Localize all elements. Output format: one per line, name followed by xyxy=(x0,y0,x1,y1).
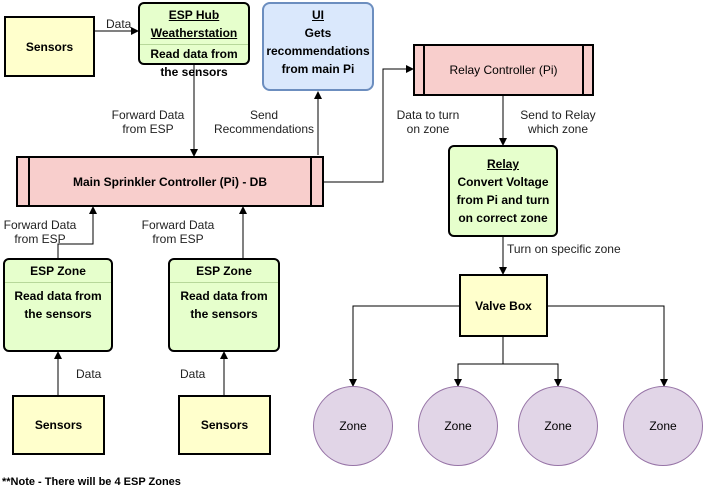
ui-title: UI xyxy=(312,8,324,22)
sensors-bottom-1-label: Sensors xyxy=(34,418,83,432)
esp-zone-2-body: Read data from the sensors xyxy=(180,289,268,321)
edge-label-forward-zone1: Forward Data from ESP xyxy=(3,218,77,246)
zone-2: Zone xyxy=(418,386,498,466)
esp-zone-2: ESP Zone Read data from the sensors xyxy=(168,258,280,352)
edge-label-forward-from-hub: Forward Data from ESP xyxy=(111,108,185,136)
main-controller-label: Main Sprinkler Controller (Pi) - DB xyxy=(72,174,267,189)
valve-box-label: Valve Box xyxy=(475,298,532,313)
zone-4: Zone xyxy=(623,386,703,466)
edge-label-data-bottom2: Data xyxy=(180,367,206,381)
relay-controller-label: Relay Controller (Pi) xyxy=(449,63,558,77)
ui-body: Gets recommendations from main Pi xyxy=(266,26,370,76)
edge-valve-to-zone3 xyxy=(503,363,562,387)
zone-1-label: Zone xyxy=(339,419,367,433)
esp-zone-1: ESP Zone Read data from the sensors xyxy=(3,258,113,352)
edge-label-data-top: Data xyxy=(106,17,132,31)
sensors-top: Sensors xyxy=(4,16,95,77)
edge-label-send-recommendations: Send Recommendations xyxy=(213,108,315,136)
relay-body: Convert Voltage from Pi and turn on corr… xyxy=(456,175,550,225)
zone-3: Zone xyxy=(518,386,598,466)
edge-zone1-to-main xyxy=(57,206,97,258)
edge-valve-to-zone2 xyxy=(454,337,504,387)
edge-label-data-turn-on-zone: Data to turn on zone xyxy=(396,108,460,136)
edge-valve-to-zone1 xyxy=(349,305,459,387)
footnote: **Note - There will be 4 ESP Zones xyxy=(2,476,181,488)
edge-label-data-bottom1: Data xyxy=(76,367,102,381)
esp-hub-body: Read data from the sensors xyxy=(150,47,238,79)
relay-title: Relay xyxy=(486,157,520,171)
edge-label-turn-on-specific: Turn on specific zone xyxy=(507,242,621,256)
sensors-bottom-2: Sensors xyxy=(178,395,271,455)
esp-hub-weatherstation: ESP Hub Weatherstation Read data from th… xyxy=(138,2,250,79)
zone-4-label: Zone xyxy=(649,419,677,433)
zone-3-label: Zone xyxy=(544,419,572,433)
esp-zone-1-title: ESP Zone xyxy=(5,260,111,283)
zone-1: Zone xyxy=(313,386,393,466)
valve-box: Valve Box xyxy=(459,274,548,337)
edge-valve-to-zone4 xyxy=(548,305,668,387)
edge-main-to-relay-controller xyxy=(324,65,414,183)
esp-zone-2-title: ESP Zone xyxy=(170,260,278,283)
esp-zone-1-body: Read data from the sensors xyxy=(14,289,102,321)
zone-2-label: Zone xyxy=(444,419,472,433)
edge-label-forward-zone2: Forward Data from ESP xyxy=(141,218,215,246)
sensors-bottom-2-label: Sensors xyxy=(200,418,249,432)
relay-controller: Relay Controller (Pi) xyxy=(413,44,594,96)
edge-label-send-to-relay: Send to Relay which zone xyxy=(520,108,596,136)
relay-node: Relay Convert Voltage from Pi and turn o… xyxy=(448,145,558,237)
esp-hub-title: ESP Hub Weatherstation xyxy=(140,4,248,45)
ui-node: UI Gets recommendations from main Pi xyxy=(262,2,374,91)
main-sprinkler-controller: Main Sprinkler Controller (Pi) - DB xyxy=(16,156,324,207)
sensors-bottom-1: Sensors xyxy=(12,395,105,455)
sensors-top-label: Sensors xyxy=(25,39,74,54)
